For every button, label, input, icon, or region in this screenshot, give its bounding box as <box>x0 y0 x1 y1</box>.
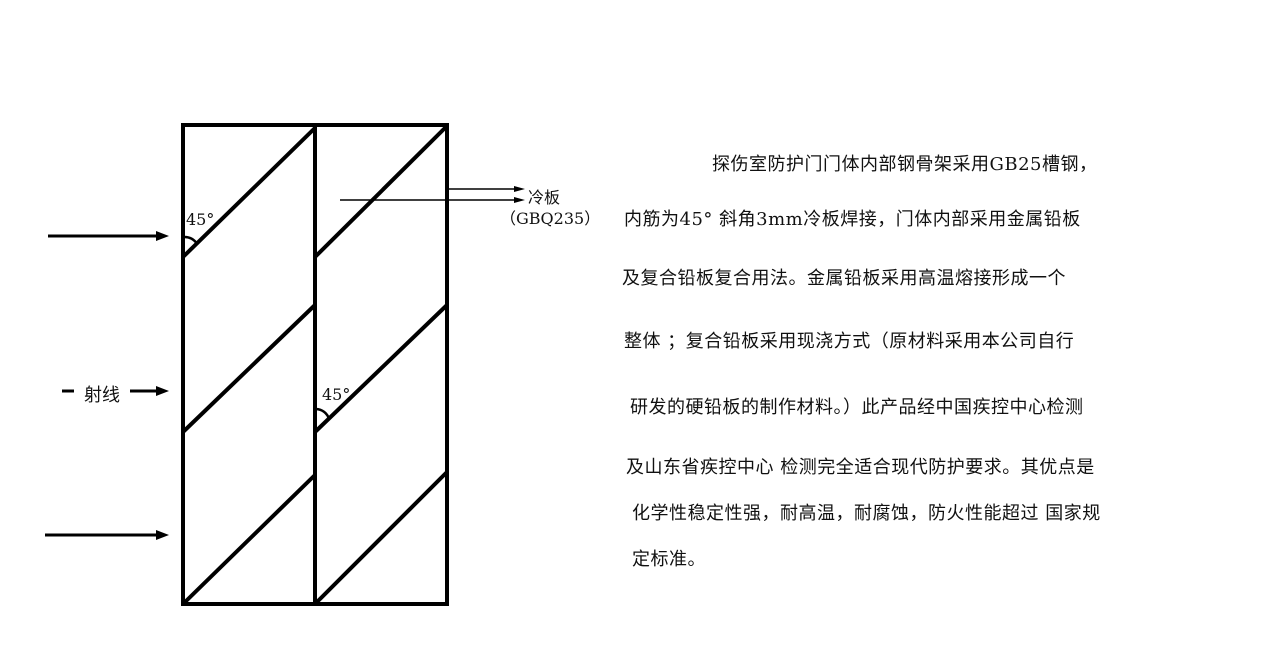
rib-diagonal <box>181 303 317 434</box>
angle-arc <box>315 407 331 420</box>
description-line: 及复合铅板复合用法。金属铅板采用高温熔接形成一个 <box>622 268 1066 289</box>
description-line: 整体 ；复合铅板采用现浇方式（原材料采用本公司自行 <box>624 331 1075 352</box>
rib-diagonal <box>313 124 449 259</box>
arrowhead-icon <box>514 186 525 192</box>
rib-diagonal <box>313 470 449 606</box>
arrowhead-icon <box>514 197 525 203</box>
ray-label: 射线 <box>84 385 120 406</box>
cold-plate-label: 冷板 <box>528 188 561 207</box>
arrowhead-icon <box>156 231 169 241</box>
angle-label: 45° <box>322 385 351 404</box>
arrowhead-icon <box>156 530 169 540</box>
angle-label: 45° <box>186 210 215 229</box>
cold-plate-grade: （GBQ235） <box>500 209 601 228</box>
rib-diagonal <box>313 303 449 434</box>
rib-diagonal <box>181 126 317 259</box>
description-line: 定标准。 <box>632 549 706 570</box>
arrowhead-icon <box>156 386 169 396</box>
rib-diagonal <box>181 473 317 606</box>
description-line: 探伤室防护门门体内部钢骨架采用GB25槽钢， <box>712 154 1098 175</box>
angle-arc <box>183 235 199 245</box>
description-line: 及山东省疾控中心 检测完全适合现代防护要求。其优点是 <box>626 457 1095 478</box>
description-line: 研发的硬铅板的制作材料。）此产品经中国疾控中心检测 <box>630 397 1084 418</box>
description-line: 化学性稳定性强，耐高温，耐腐蚀，防火性能超过 国家规 <box>632 503 1101 524</box>
description-line: 内筋为45° 斜角3mm冷板焊接，门体内部采用金属铅板 <box>624 209 1081 230</box>
